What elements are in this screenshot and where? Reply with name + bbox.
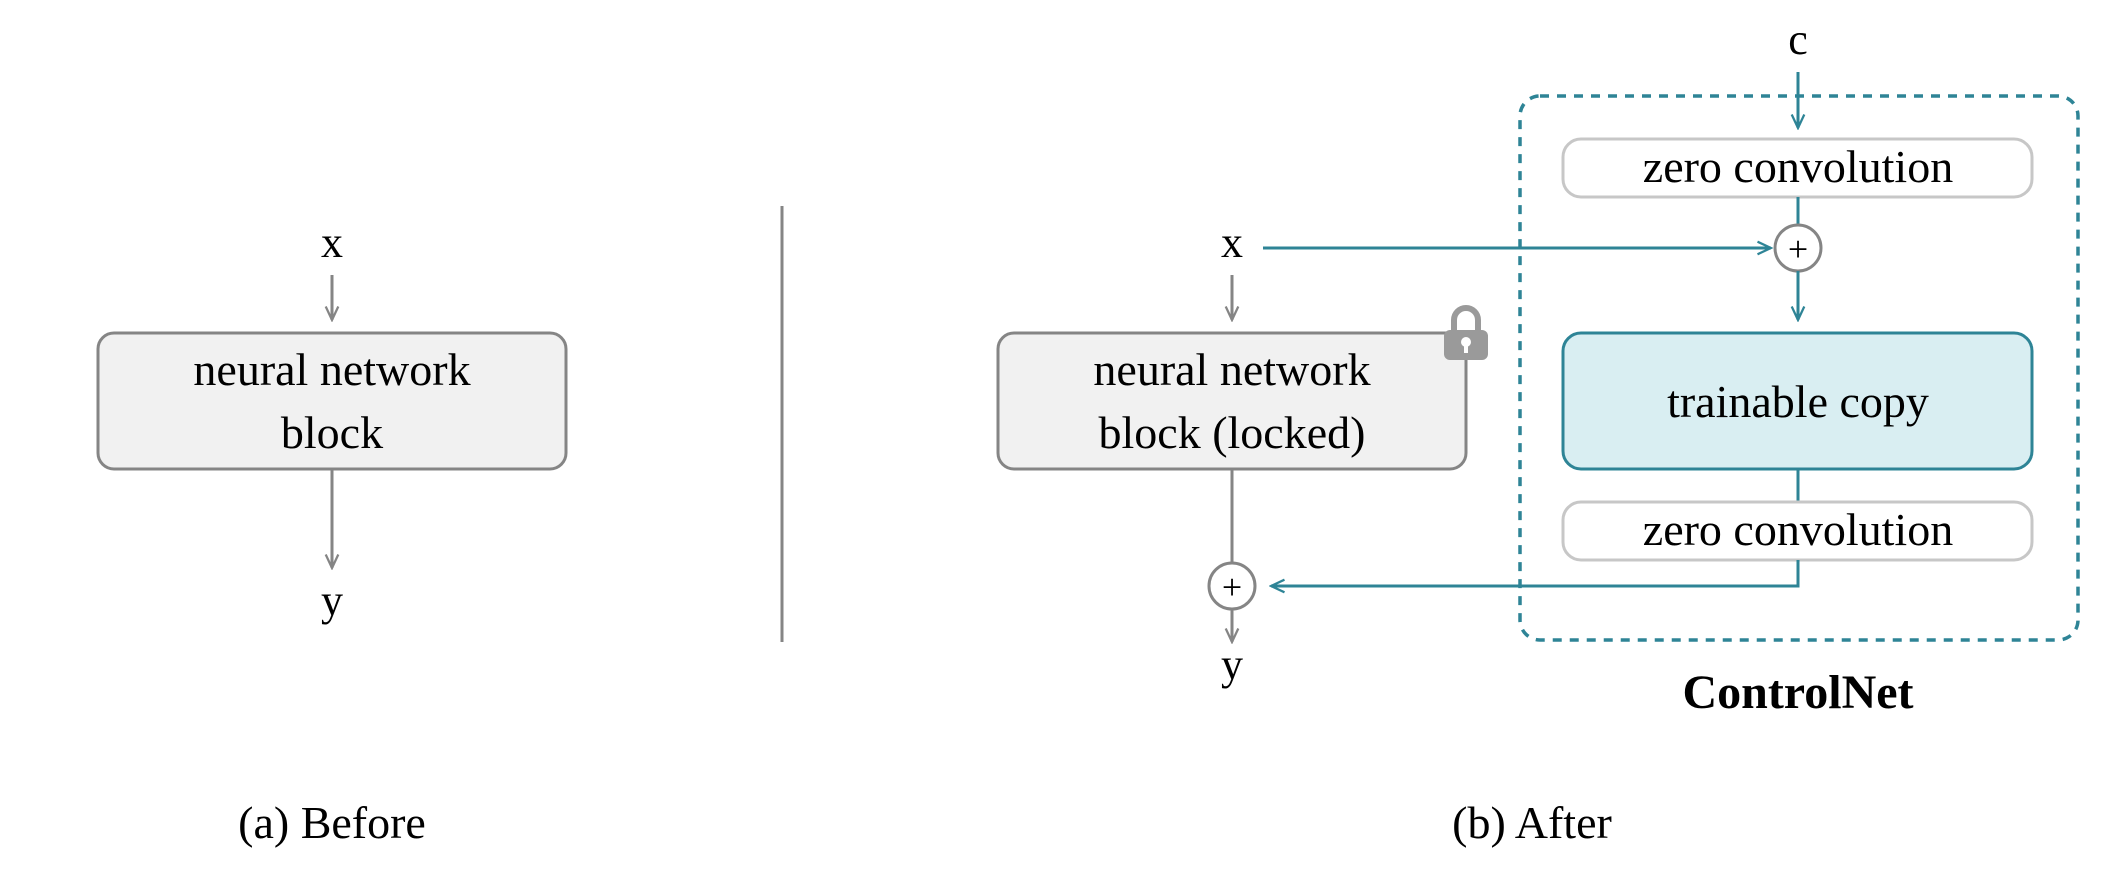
before-block-line2: block — [281, 407, 383, 458]
after-input-x: x — [1221, 218, 1243, 267]
locked-block-line1: neural network — [1093, 344, 1370, 395]
zero-conv-bottom-label: zero convolution — [1643, 504, 1953, 555]
before-output-y: y — [321, 576, 343, 625]
plus-symbol-top: + — [1788, 229, 1808, 269]
arrow-zero-conv-to-sum — [1271, 560, 1800, 586]
lock-icon — [1444, 305, 1488, 360]
caption-before: (a) Before — [238, 797, 426, 848]
panel-after: c zero convolution x + neural network bl… — [996, 15, 2080, 719]
panel-before: x neural network block y — [96, 218, 568, 625]
controlnet-label: ControlNet — [1682, 666, 1913, 719]
condition-c: c — [1788, 15, 1808, 64]
caption-after: (b) After — [1452, 797, 1612, 848]
locked-block-line2: block (locked) — [1099, 407, 1366, 458]
after-output-y: y — [1221, 640, 1243, 689]
zero-conv-top-label: zero convolution — [1643, 141, 1953, 192]
before-block-line1: neural network — [193, 344, 470, 395]
before-input-x: x — [321, 218, 343, 267]
plus-symbol-bottom: + — [1222, 567, 1242, 607]
trainable-copy-label: trainable copy — [1667, 376, 1929, 427]
